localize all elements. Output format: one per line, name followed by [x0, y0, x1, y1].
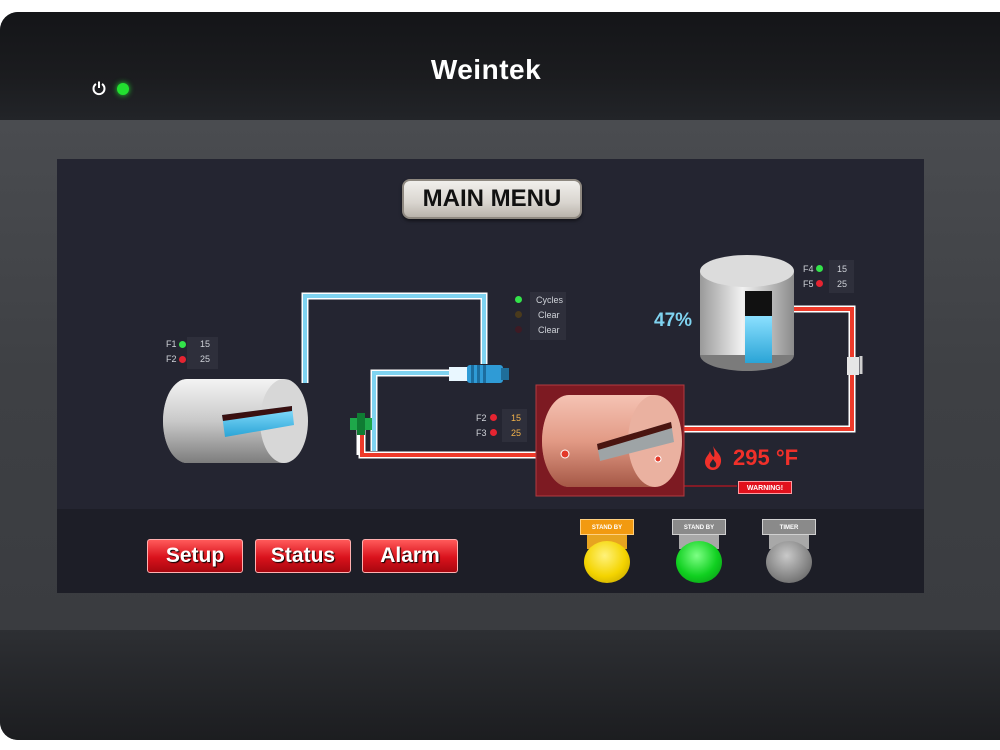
f1-label: F1: [166, 339, 177, 349]
f1-status-led: [179, 341, 186, 348]
cycles-led: [515, 296, 522, 303]
alarm-button[interactable]: Alarm: [362, 539, 458, 573]
device-bottom-bar: [0, 630, 1000, 740]
heater-f2-value: 15: [511, 413, 522, 423]
process-diagram: [163, 255, 863, 497]
pump-icon: [449, 365, 509, 383]
f2-f3-panel: [502, 409, 527, 442]
heater-f2-label: F2: [476, 413, 487, 423]
clear-led-1: [515, 311, 522, 318]
status-button[interactable]: Status: [255, 539, 351, 573]
f5-value: 25: [837, 279, 848, 289]
hmi-screen: MAIN MENU F1 15 F2 25 Cycles Clear Clear…: [57, 159, 924, 593]
heater-f2-led: [490, 414, 497, 421]
brand-logo: Weintek: [430, 54, 542, 85]
setup-button[interactable]: Setup: [147, 539, 243, 573]
heater-tank: [542, 395, 682, 487]
flame-icon: [705, 446, 722, 470]
device-top-bar: [0, 12, 1000, 120]
heater-f3-value: 25: [511, 428, 522, 438]
f1-value: 15: [200, 339, 211, 349]
f2-status-led: [179, 356, 186, 363]
f1-f2-panel: [187, 337, 218, 369]
f2-label: F2: [166, 354, 177, 364]
standby-lamp-label-yellow: STAND BY: [580, 519, 634, 535]
cycles-label: Cycles: [536, 295, 564, 305]
power-icon: [92, 81, 106, 96]
valve-icon-green: [350, 413, 372, 435]
timer-lamp[interactable]: [766, 541, 812, 583]
warning-badge: WARNING!: [738, 481, 792, 494]
f4-value: 15: [837, 264, 848, 274]
pump-status-panel: [530, 292, 566, 340]
timer-lamp-label: TIMER: [762, 519, 816, 535]
main-menu-button[interactable]: MAIN MENU: [402, 179, 582, 219]
standby-lamp-green[interactable]: [676, 541, 722, 583]
right-tank: [700, 255, 794, 371]
clear-led-2: [515, 326, 522, 333]
standby-lamp-yellow[interactable]: [584, 541, 630, 583]
f5-status-led: [816, 280, 823, 287]
valve-icon-grey: [847, 356, 863, 375]
f4-label: F4: [803, 264, 814, 274]
clear-label-2: Clear: [538, 325, 560, 335]
heater-f3-label: F3: [476, 428, 487, 438]
temperature-readout: 295 °F: [733, 445, 799, 470]
clear-label-1: Clear: [538, 310, 560, 320]
heater-f3-led: [490, 429, 497, 436]
f2-value: 25: [200, 354, 211, 364]
tank-level-readout: 47%: [654, 310, 693, 331]
f4-status-led: [816, 265, 823, 272]
f5-label: F5: [803, 279, 814, 289]
f4-f5-panel: [829, 260, 854, 293]
power-led: [117, 83, 129, 95]
left-tank: [163, 379, 308, 463]
standby-lamp-label-green: STAND BY: [672, 519, 726, 535]
